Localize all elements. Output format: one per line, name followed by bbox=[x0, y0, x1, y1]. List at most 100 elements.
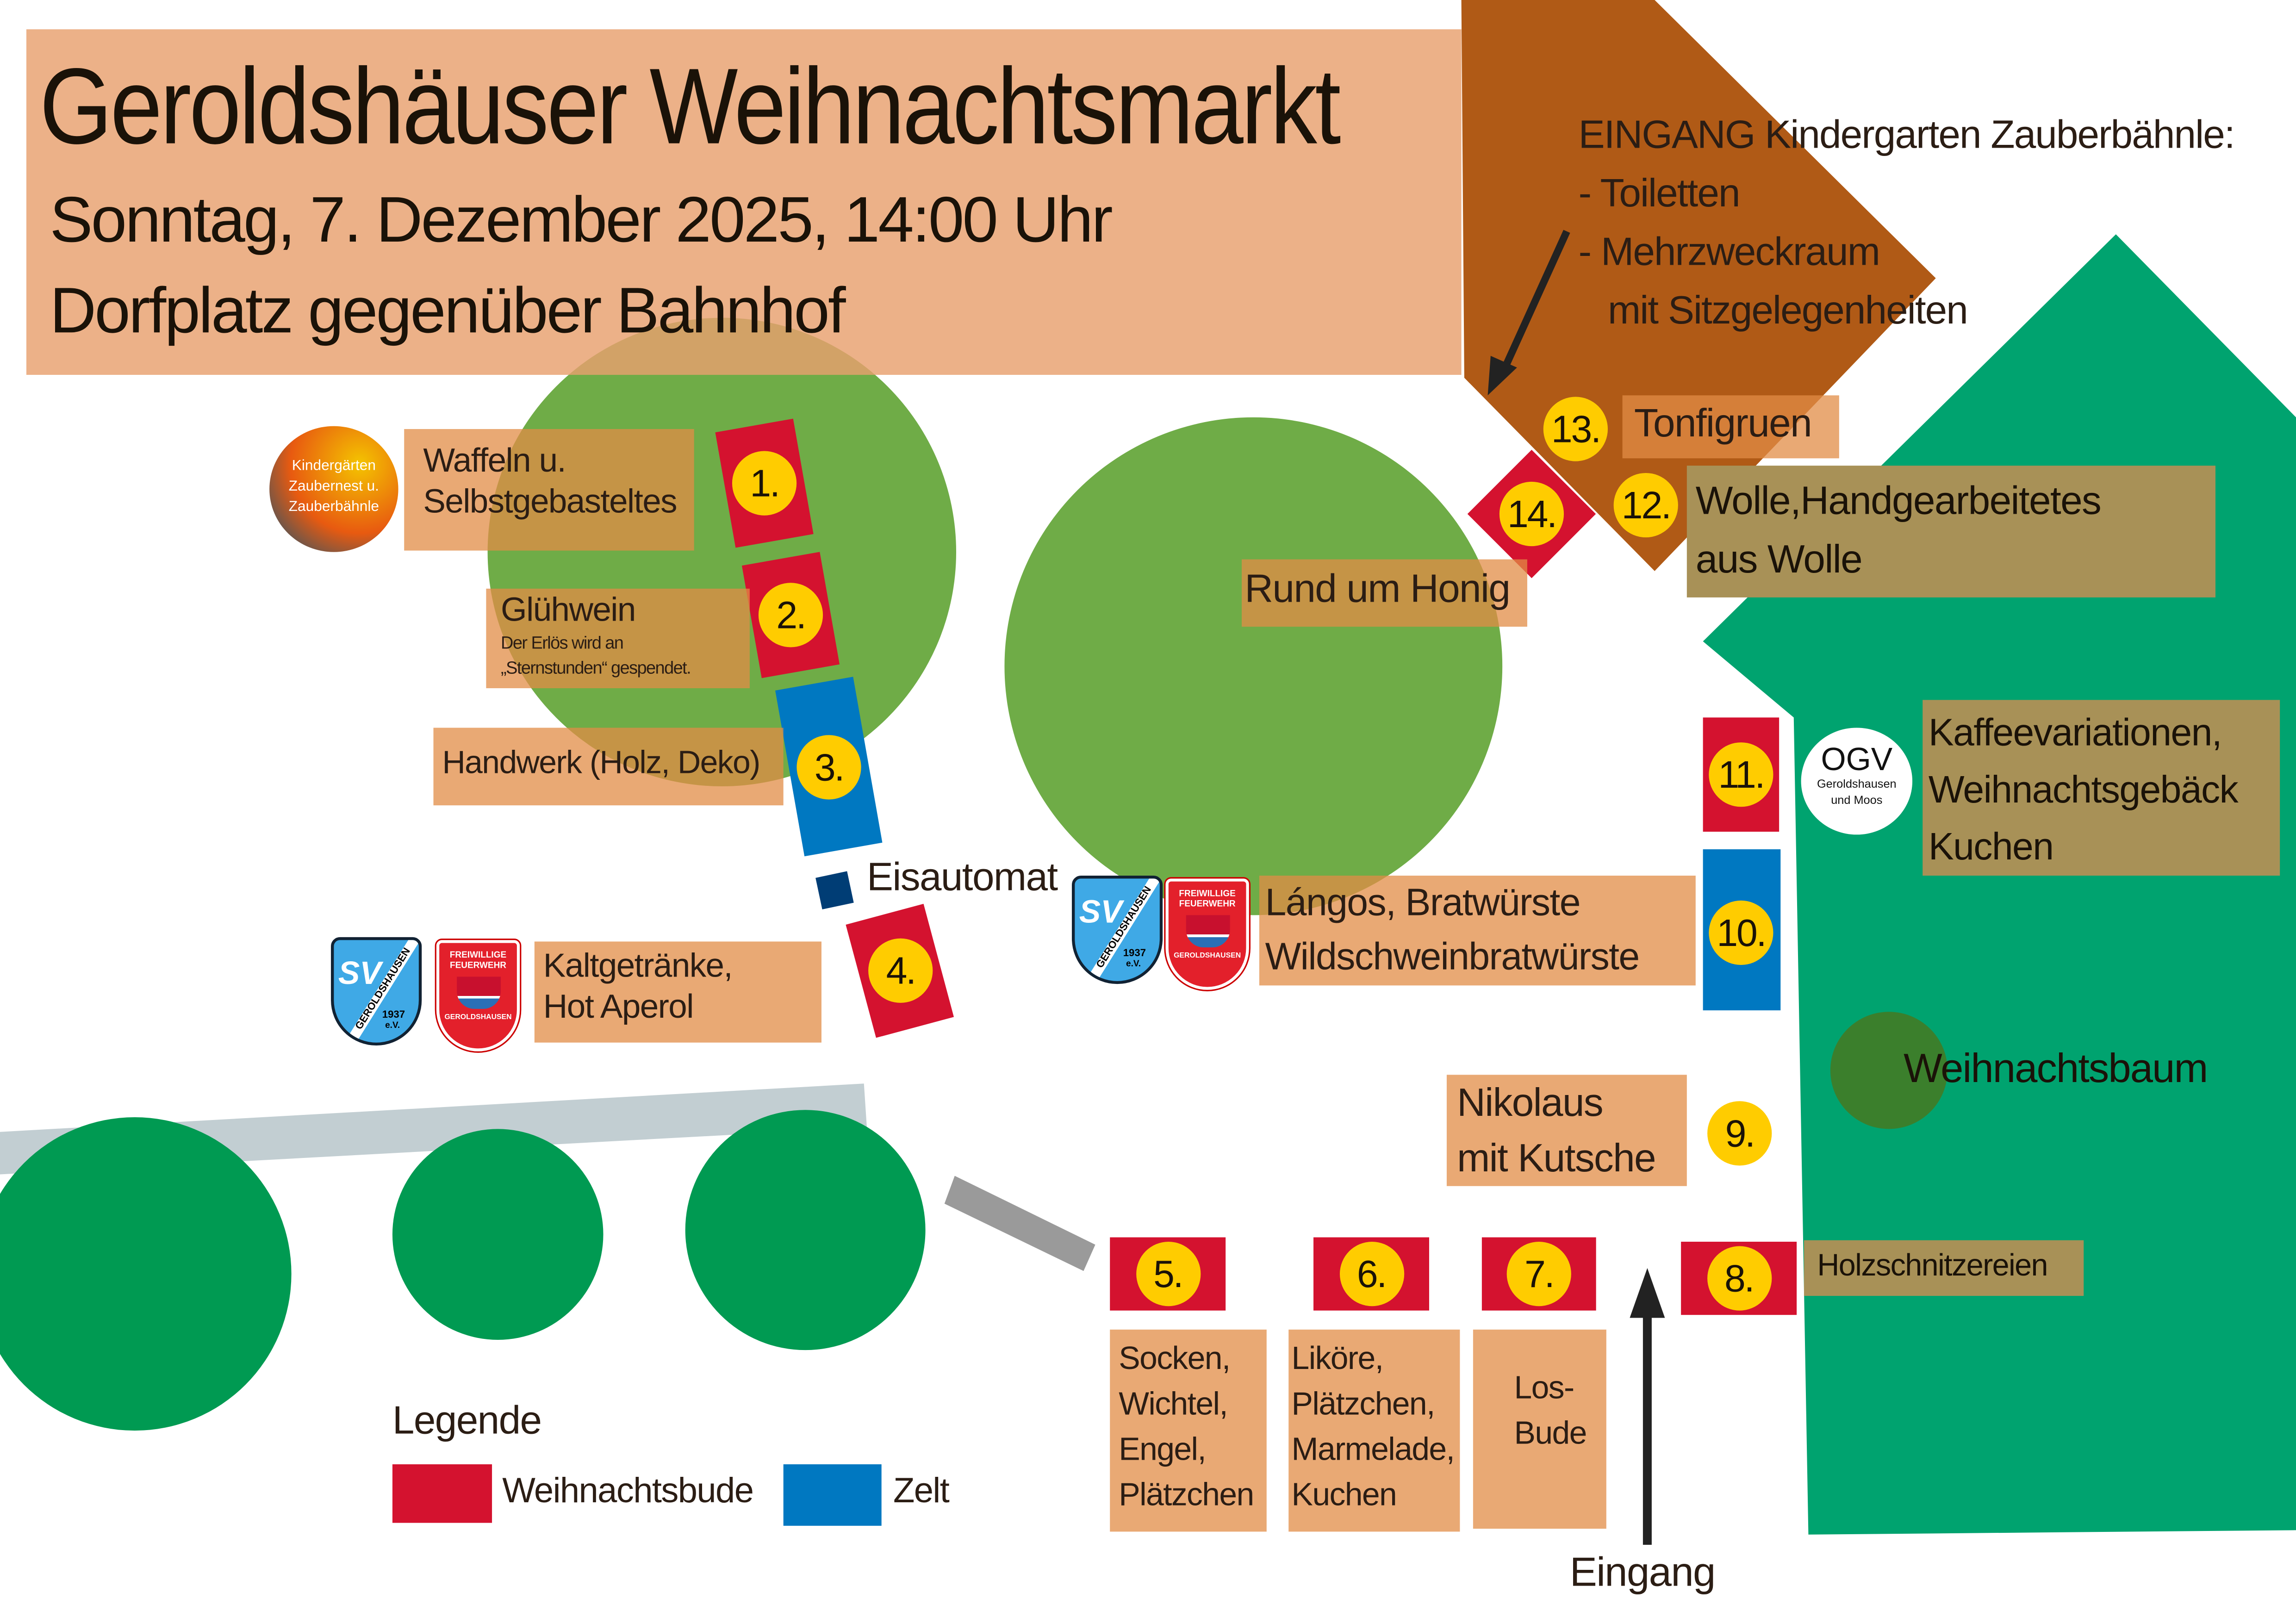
kindergarten-logo: Kindergärten Zaubernest u. Zauberbähnle bbox=[269, 426, 398, 552]
stall-label-5: Socken, Wichtel, Engel, Plätzchen bbox=[1110, 1329, 1267, 1532]
label-line: Wichtel, bbox=[1119, 1385, 1228, 1422]
arrow-kindergarten bbox=[1499, 230, 1570, 375]
tent-10[interactable]: 10. bbox=[1703, 849, 1781, 1011]
entrance-line: - Mehrzweckraum bbox=[1578, 230, 1880, 274]
christmas-tree-icon bbox=[1830, 1012, 1948, 1129]
stall-label-6: Liköre, Plätzchen, Marmelade, Kuchen bbox=[1288, 1329, 1460, 1532]
logo-text: Zaubernest u. bbox=[288, 479, 380, 495]
booth-8[interactable]: 8. bbox=[1681, 1241, 1797, 1315]
booth-6[interactable]: 6. bbox=[1313, 1237, 1429, 1311]
arrow-head-icon bbox=[1487, 355, 1517, 396]
logo-text: Zauberbähnle bbox=[288, 499, 380, 516]
eisautomat-marker bbox=[815, 871, 854, 909]
label-line: Holzschnitzereien bbox=[1817, 1249, 2048, 1283]
label-line: Plätzchen, bbox=[1291, 1385, 1436, 1422]
logo-text: GEROLDSHAUSEN bbox=[1174, 952, 1241, 961]
event-date: Sonntag, 7. Dezember 2025, 14:00 Uhr bbox=[50, 184, 1113, 256]
entrance-title: EINGANG Kindergarten Zauberbähnle: bbox=[1578, 112, 2235, 157]
logo-text: OGV bbox=[1821, 740, 1893, 778]
booth-number: 14. bbox=[1499, 481, 1564, 547]
booth-number: 7. bbox=[1506, 1241, 1571, 1307]
sv-logo: SV GEROLDSHAUSEN 1937 e.V. bbox=[331, 937, 422, 1046]
feuerwehr-logo: FREIWILLIGE FEUERWEHR GEROLDSHAUSEN bbox=[1164, 877, 1251, 991]
stall-label-1: Waffeln u. Selbstgebasteltes bbox=[404, 429, 694, 551]
entrance-line: - Toiletten bbox=[1578, 171, 1741, 216]
entrance-line: mit Sitzgelegenheiten bbox=[1607, 288, 1968, 333]
stall-label-8: Holzschnitzereien bbox=[1804, 1240, 2084, 1296]
logo-text: SV bbox=[338, 954, 381, 991]
label-line: Kuchen bbox=[1928, 824, 2054, 869]
logo-text: e.V. bbox=[1126, 960, 1141, 970]
logo-text: 1937 bbox=[1123, 949, 1146, 959]
label-line: Engel, bbox=[1119, 1431, 1206, 1468]
label-line: Wildschweinbratwürste bbox=[1265, 934, 1640, 978]
booth-number: 11. bbox=[1709, 742, 1773, 807]
booth-11[interactable]: 11. bbox=[1703, 717, 1780, 832]
booth-number: 6. bbox=[1339, 1241, 1404, 1307]
kindergarten-entrance-info: EINGANG Kindergarten Zauberbähnle: - Toi… bbox=[1578, 106, 2235, 340]
tree-circle bbox=[1004, 417, 1503, 915]
logo-text: FEUERWEHR bbox=[450, 962, 507, 971]
legend-swatch-zelt bbox=[783, 1464, 882, 1526]
stall-label-7: Los- Bude bbox=[1473, 1329, 1606, 1529]
label-note: Der Erlös wird an bbox=[501, 632, 624, 653]
booth-number: 10. bbox=[1709, 900, 1773, 965]
logo-text: 1937 bbox=[382, 1010, 405, 1021]
logo-text: GEROLDSHAUSEN bbox=[444, 1013, 512, 1022]
label-line: Liköre, bbox=[1291, 1339, 1384, 1377]
booth-5[interactable]: 5. bbox=[1110, 1237, 1226, 1311]
label-line: Kaffeevariationen, bbox=[1928, 710, 2222, 754]
label-line: Rund um Honig bbox=[1244, 566, 1511, 611]
label-line: Marmelade, bbox=[1291, 1431, 1455, 1468]
label-line: Waffeln u. bbox=[423, 441, 566, 479]
label-line: Lángos, Bratwürste bbox=[1265, 880, 1581, 924]
logo-text: e.V. bbox=[385, 1022, 400, 1031]
ogv-logo: OGV Geroldshausen und Moos bbox=[1801, 728, 1913, 835]
booth-number: 8. bbox=[1706, 1246, 1771, 1311]
label-line: Kaltgetränke, bbox=[543, 946, 733, 984]
stall-label-9: Nikolaus mit Kutsche bbox=[1446, 1075, 1687, 1186]
sv-logo: SV GEROLDSHAUSEN 1937 e.V. bbox=[1071, 876, 1163, 984]
booth-number: 5. bbox=[1135, 1241, 1200, 1307]
label-line: mit Kutsche bbox=[1457, 1136, 1656, 1181]
booth-7[interactable]: 7. bbox=[1481, 1237, 1596, 1311]
logo-text: Geroldshausen bbox=[1817, 778, 1897, 791]
booth-number-9[interactable]: 9. bbox=[1707, 1101, 1772, 1166]
booth-number: 2. bbox=[758, 583, 823, 647]
legend: Legende bbox=[392, 1398, 542, 1444]
weihnachtsbaum-label: Weihnachtsbaum bbox=[1904, 1045, 2208, 1091]
stall-label-3: Handwerk (Holz, Deko) bbox=[433, 728, 784, 806]
logo-text: SV bbox=[1079, 893, 1122, 930]
logo-text: FREIWILLIGE bbox=[1179, 890, 1236, 899]
label-line: Plätzchen bbox=[1119, 1476, 1254, 1513]
eisautomat-label: Eisautomat bbox=[867, 855, 1058, 899]
arrow-up-icon bbox=[1630, 1268, 1665, 1318]
label-note: „Sternstunden“ gespendet. bbox=[501, 657, 691, 678]
stall-label-13: Tonfigruen bbox=[1622, 395, 1839, 459]
header-box bbox=[26, 29, 1462, 375]
label-line: Los- bbox=[1514, 1369, 1574, 1406]
gray-bar bbox=[944, 1176, 1095, 1271]
stall-label-4: Kaltgetränke, Hot Aperol bbox=[534, 941, 821, 1043]
booth-number-13[interactable]: 13. bbox=[1543, 397, 1608, 461]
label-line: Kuchen bbox=[1291, 1476, 1397, 1513]
stall-label-12: Wolle,Handgearbeitetes aus Wolle bbox=[1686, 466, 2215, 597]
label-line: Handwerk (Holz, Deko) bbox=[442, 744, 760, 781]
legend-label: Weihnachtsbude bbox=[502, 1471, 754, 1512]
eingang-label: Eingang bbox=[1569, 1549, 1716, 1595]
stall-label-2: Glühwein Der Erlös wird an „Sternstunden… bbox=[486, 588, 750, 689]
label-line: aus Wolle bbox=[1695, 537, 1863, 582]
label-line: Nikolaus bbox=[1457, 1080, 1604, 1125]
booth-number: 3. bbox=[796, 734, 861, 799]
booth-number: 1. bbox=[732, 451, 797, 516]
booth-number: 4. bbox=[867, 939, 932, 1003]
logo-text: und Moos bbox=[1831, 793, 1883, 807]
booth-number-12[interactable]: 12. bbox=[1613, 473, 1678, 538]
logo-text: FREIWILLIGE bbox=[449, 952, 507, 961]
label-line: Glühwein bbox=[501, 590, 636, 628]
legend-title: Legende bbox=[392, 1398, 542, 1443]
label-line: Selbstgebasteltes bbox=[423, 481, 677, 519]
label-line: Tonfigruen bbox=[1634, 401, 1812, 445]
stall-label-11: Kaffeevariationen, Weihnachtsgebäck Kuch… bbox=[1923, 700, 2280, 876]
